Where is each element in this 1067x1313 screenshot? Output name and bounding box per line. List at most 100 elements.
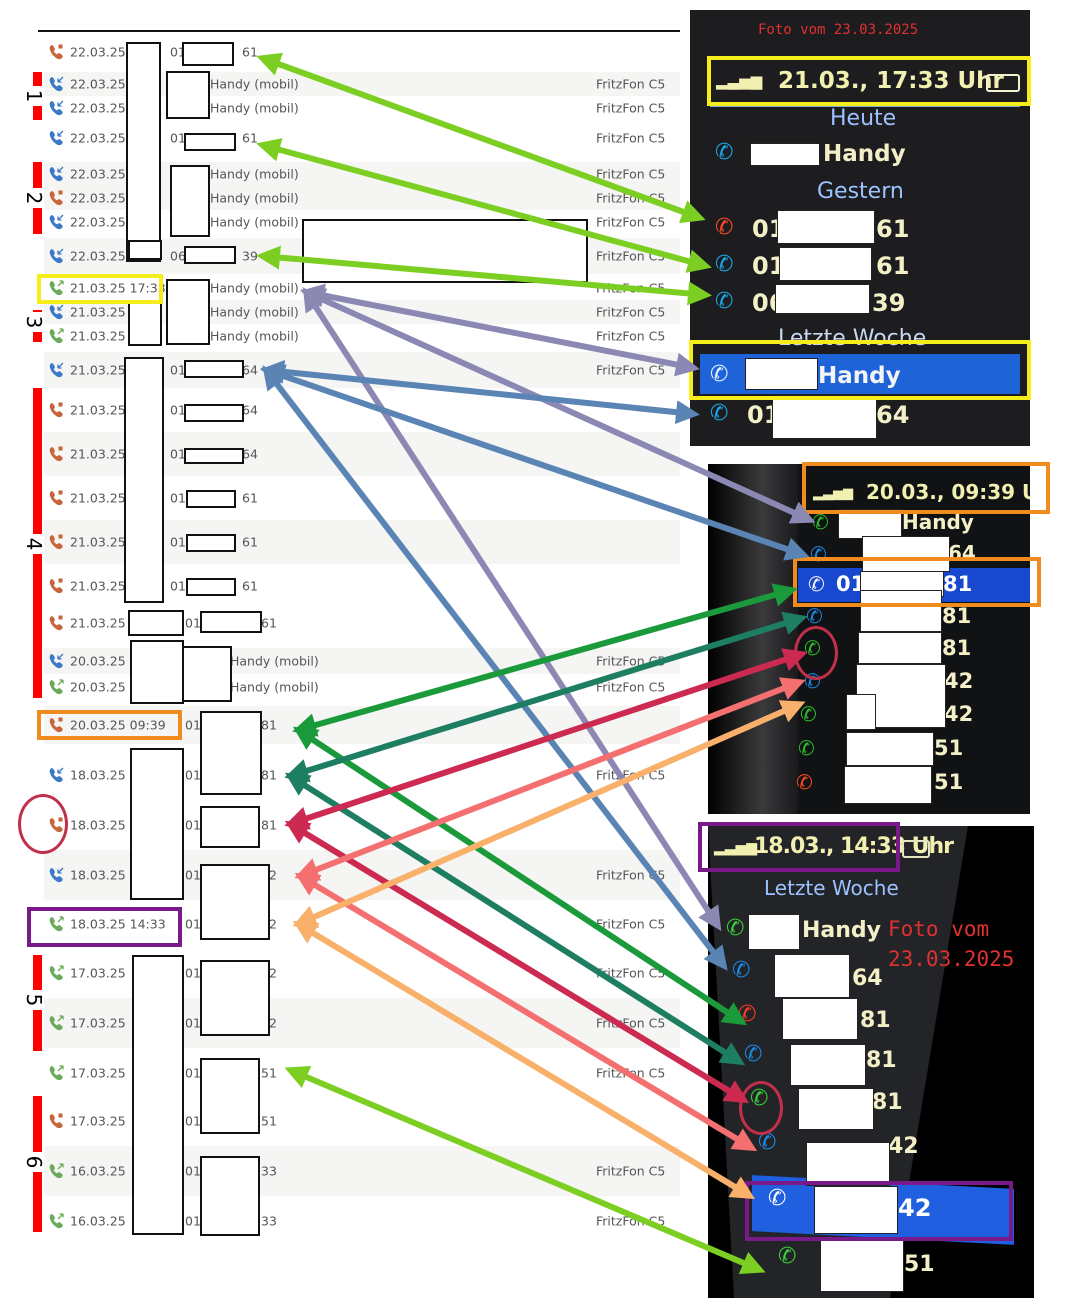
outgoing-call-icon xyxy=(49,1065,64,1081)
missed-call-icon xyxy=(49,615,63,631)
caller-number-suffix: Handy (mobil) xyxy=(210,166,299,182)
outgoing-call-icon xyxy=(49,280,64,296)
device-name: FritzFon C5 xyxy=(596,1065,666,1081)
caller-number-suffix: 33 xyxy=(261,1213,277,1229)
incoming-call-icon xyxy=(49,130,64,146)
highlight-selected-42 xyxy=(745,1181,1013,1241)
caller-number-prefix: 01 xyxy=(185,817,201,833)
call-date: 22.03.25 xyxy=(70,76,126,92)
entry-suffix: 81 xyxy=(872,1090,903,1115)
redaction-box xyxy=(200,1156,260,1236)
device-name: FritzFon C5 xyxy=(596,679,666,695)
highlight-row-18-03-1433 xyxy=(27,907,182,947)
entry-suffix: 42 xyxy=(944,669,974,693)
redaction-box xyxy=(302,219,588,283)
device-name: FritzFon C5 xyxy=(596,328,666,344)
group-marker-label: 1 xyxy=(22,86,46,106)
device-name: FritzFon C5 xyxy=(596,362,666,378)
entry-name: Handy xyxy=(902,510,974,534)
call-date: 21.03.25 xyxy=(70,534,126,550)
redaction-box xyxy=(820,1240,904,1292)
caller-number-suffix: 61 xyxy=(242,490,258,506)
entry-suffix: 64 xyxy=(876,401,910,429)
incoming-call-icon: ✆ xyxy=(715,140,734,165)
call-date: 20.03.25 09:39 xyxy=(70,717,166,733)
missed-call-icon: ✆ xyxy=(738,1002,757,1027)
photo-caption: Foto vom 23.03.2025 xyxy=(758,22,919,38)
caller-number-suffix: 81 xyxy=(261,717,277,733)
call-date: 22.03.25 xyxy=(70,166,126,182)
entry-suffix: 81 xyxy=(860,1008,891,1033)
outgoing-call-icon xyxy=(49,1015,64,1031)
missed-call-icon xyxy=(49,190,63,206)
incoming-call-icon: ✆ xyxy=(732,958,751,983)
redaction-box xyxy=(186,534,236,552)
redaction-box xyxy=(779,247,872,281)
caller-number-suffix: 39 xyxy=(242,248,258,264)
device-name: FritzFon C5 xyxy=(596,1163,666,1179)
redaction-box xyxy=(166,279,210,345)
redaction-box xyxy=(200,864,270,940)
call-date: 21.03.25 xyxy=(70,615,126,631)
status-time: 20.03., 09:39 Uhr xyxy=(866,480,1030,504)
caller-number-suffix: 64 xyxy=(242,446,258,462)
table-top-border xyxy=(38,30,680,32)
incoming-call-icon: ✆ xyxy=(715,289,734,314)
outgoing-call-icon xyxy=(49,965,64,981)
caller-number-prefix: 01 xyxy=(185,767,201,783)
redaction-box xyxy=(132,955,184,1235)
caller-number-suffix: 51 xyxy=(261,1065,277,1081)
entry-suffix: 42 xyxy=(944,702,974,726)
entry-name: Handy xyxy=(823,141,906,167)
redaction-box xyxy=(860,590,942,632)
redaction-box xyxy=(774,954,850,998)
call-date: 20.03.25 xyxy=(70,653,126,669)
missed-call-icon xyxy=(49,490,63,506)
caller-number-prefix: 01 xyxy=(185,717,201,733)
caller-number-suffix: Handy (mobil) xyxy=(210,76,299,92)
redaction-box xyxy=(184,133,236,151)
missed-call-icon xyxy=(49,446,63,462)
call-date: 22.03.25 xyxy=(70,248,126,264)
missed-call-icon xyxy=(49,402,63,418)
caller-number-prefix: 01 xyxy=(170,402,186,418)
caller-number-suffix: 61 xyxy=(242,44,258,60)
incoming-call-icon xyxy=(49,248,64,264)
redaction-box xyxy=(846,732,934,766)
call-date: 18.03.25 xyxy=(70,767,126,783)
status-time: 21.03., 17:33 Uhr xyxy=(778,68,1004,94)
outgoing-call-icon xyxy=(49,679,64,695)
call-date: 22.03.25 xyxy=(70,130,126,146)
call-date: 21.03.25 17:33 xyxy=(70,280,166,296)
group-marker-label: 2 xyxy=(22,188,46,208)
incoming-call-icon: ✆ xyxy=(715,252,734,277)
entry-suffix: 64 xyxy=(852,966,883,991)
entry-suffix: 42 xyxy=(888,1134,919,1159)
caller-number-suffix: Handy (mobil) xyxy=(210,100,299,116)
device-name: FritzFon C5 xyxy=(596,190,666,206)
incoming-call-icon xyxy=(49,867,64,883)
section-yesterday: Gestern xyxy=(817,179,904,204)
entry-suffix: 81 xyxy=(943,572,973,596)
redaction-box xyxy=(772,395,877,439)
device-name: FritzFon C5 xyxy=(596,248,666,264)
caller-number-suffix: 61 xyxy=(261,615,277,631)
incoming-call-icon xyxy=(49,76,64,92)
call-date: 21.03.25 xyxy=(70,446,126,462)
incoming-call-icon xyxy=(49,304,64,320)
device-name: FritzFon C5 xyxy=(596,76,666,92)
redaction-box xyxy=(748,914,800,950)
device-name: FritzFon C5 xyxy=(596,867,666,883)
device-name: FritzFon C5 xyxy=(596,280,666,296)
caller-number-suffix: Handy (mobil) xyxy=(210,214,299,230)
redaction-box xyxy=(184,448,244,464)
device-name: FritzFon C5 xyxy=(596,130,666,146)
group-marker-label: 6 xyxy=(22,1152,46,1172)
caller-number-suffix: 81 xyxy=(261,767,277,783)
caller-number-prefix: 06 xyxy=(170,248,186,264)
